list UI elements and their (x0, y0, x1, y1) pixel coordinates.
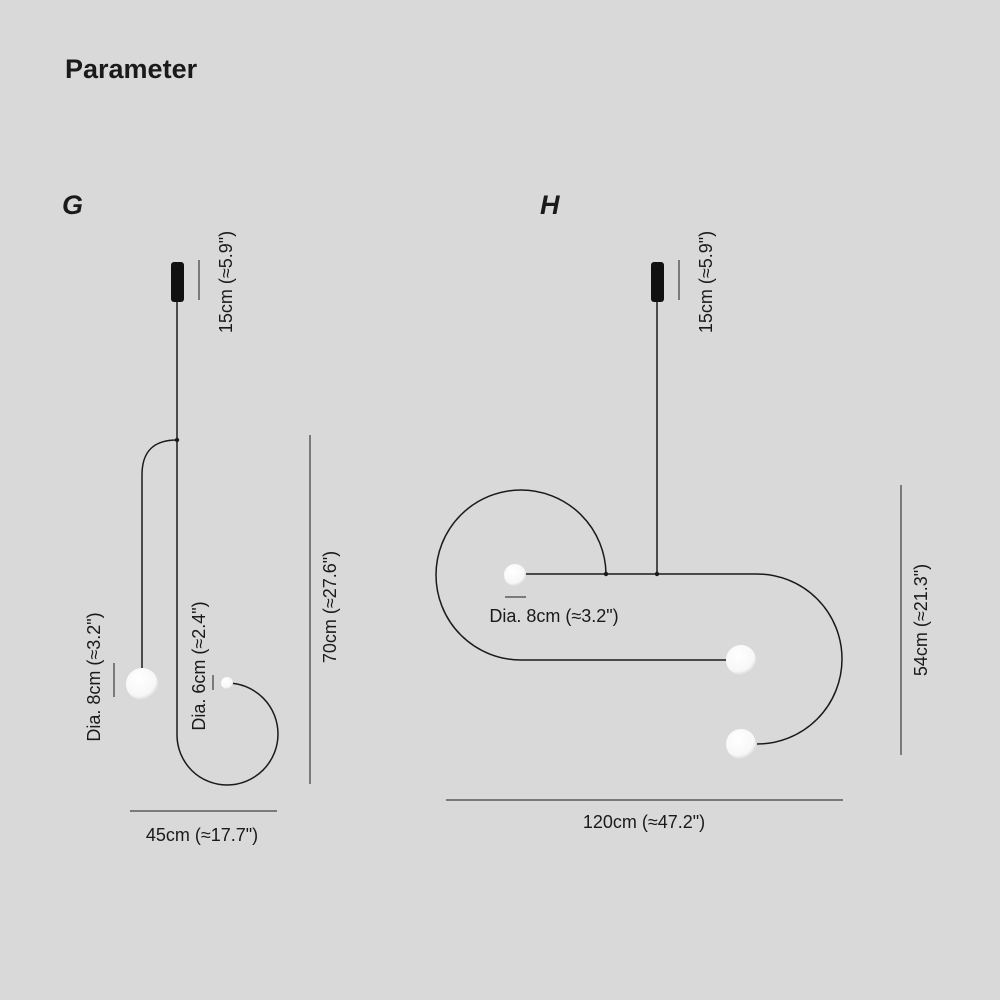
globe-large-label-g: Dia. 8cm (≈3.2") (84, 612, 104, 741)
arm-loop-g (176, 440, 279, 786)
canopy-height-label-h: 15cm (≈5.9") (696, 231, 716, 333)
arm-right-loop-h (756, 573, 843, 745)
globe-label-h: Dia. 8cm (≈3.2") (489, 606, 618, 626)
height-label-h: 54cm (≈21.3") (911, 564, 931, 676)
dimension-lines-g (113, 260, 311, 812)
globe-top-h (504, 564, 526, 586)
page-title: Parameter (65, 54, 198, 84)
height-label-g: 70cm (≈27.6") (320, 551, 340, 663)
canopy-height-label-g: 15cm (≈5.9") (216, 231, 236, 333)
lamp-g (126, 262, 279, 786)
globe-small-label-g: Dia. 6cm (≈2.4") (189, 601, 209, 730)
ceiling-canopy-h (651, 262, 664, 302)
dimension-lines-h (446, 260, 902, 801)
lamp-h (435, 262, 843, 759)
globe-bottom-h (726, 729, 756, 759)
globe-large-g (126, 668, 158, 700)
globe-middle-h (726, 645, 756, 675)
arm-left-g (141, 439, 178, 668)
variant-label-h: H (540, 190, 560, 220)
ceiling-canopy-g (171, 262, 184, 302)
variant-label-g: G (62, 190, 84, 220)
globe-small-g (221, 677, 233, 689)
arm-left-loop-h (435, 489, 728, 661)
width-label-h: 120cm (≈47.2") (583, 812, 705, 832)
width-label-g: 45cm (≈17.7") (146, 825, 258, 845)
